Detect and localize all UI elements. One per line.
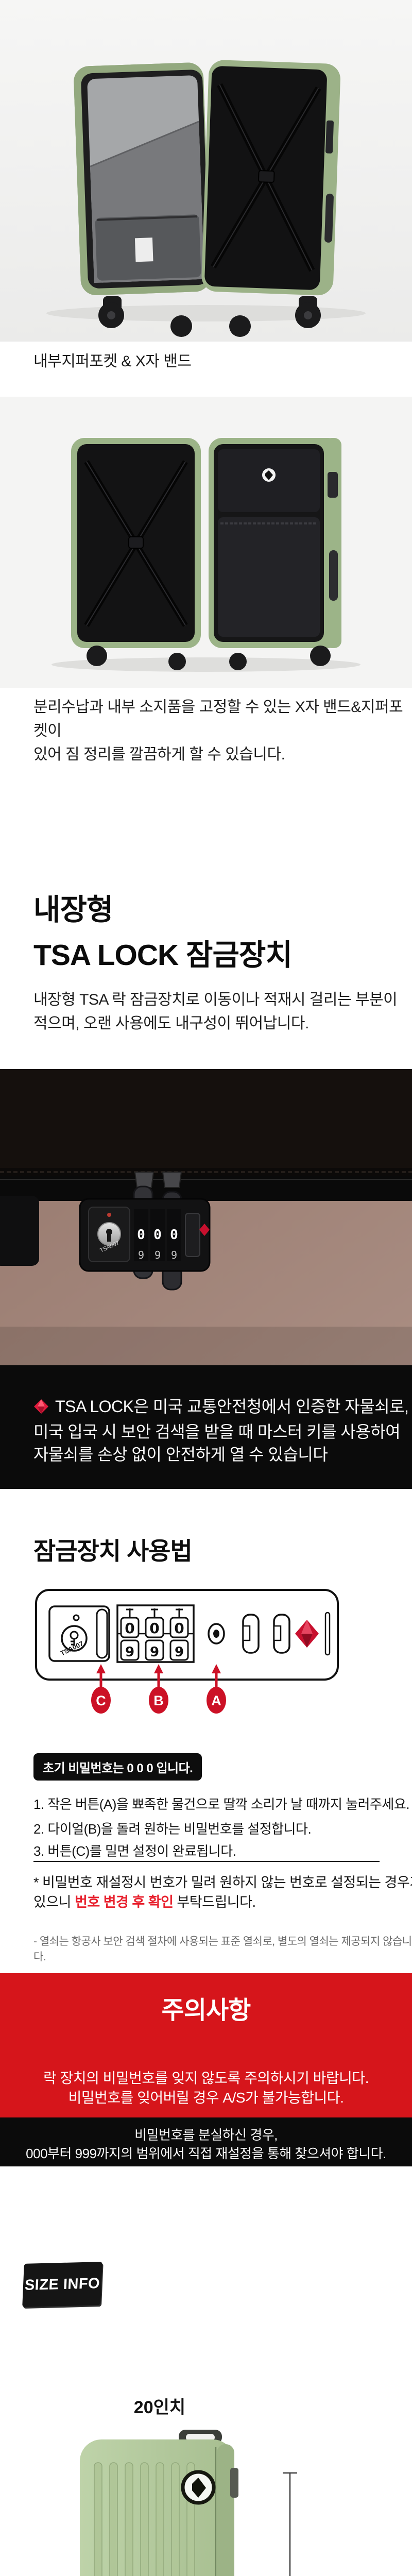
tsa-diamond-logo: [295, 1620, 319, 1648]
reset-note-line-2: 있으니 번호 변경 후 확인 부탁드립니다.: [33, 1894, 256, 1910]
svg-text:0: 0: [170, 1227, 178, 1243]
dimension-lines: [283, 2472, 297, 2576]
svg-text:0: 0: [153, 1227, 162, 1243]
side-slot: [324, 1612, 331, 1656]
caution-black-section: 비밀번호를 분실하신 경우, 000부터 999까지의 범위에서 직접 재설정을…: [0, 2117, 412, 2166]
lock-usage-heading: 잠금장치 사용법: [33, 1537, 193, 1565]
reset-button: [208, 1623, 225, 1645]
lock-step-1: 1. 작은 버튼(A)을 뾰족한 물건으로 딸깍 소리가 날 때까지 눌러주세요…: [33, 1797, 410, 1812]
open-suitcase-interior-photo: [0, 0, 412, 342]
caution-black-line-1: 비밀번호를 분실하신 경우,: [134, 2127, 278, 2143]
svg-text:9: 9: [154, 1249, 161, 1261]
tsa-notice-band: TSA LOCK은 미국 교통안전청에서 인증한 자물쇠로, 미국 입국 시 보…: [0, 1365, 412, 1489]
reset-note-line-1: * 비밀번호 재설정시 번호가 밀려 원하지 않는 번호로 설정되는 경우가: [33, 1875, 412, 1890]
svg-text:0: 0: [137, 1227, 145, 1243]
svg-text:C: C: [96, 1693, 106, 1708]
notice-line-2: 미국 입국 시 보안 검색을 받을 때 마스터 키를 사용하여: [33, 1422, 401, 1441]
lock-step-2: 2. 다이얼(B)을 돌려 원하는 비밀번호를 설정합니다.: [33, 1821, 312, 1837]
size-figure: VOLCOM 47.5 35 24.5+5: [80, 2430, 297, 2576]
caution-title: 주의사항: [161, 1997, 251, 2024]
caution-line-1: 락 장치의 비밀번호를 잊지 않도록 주의하시기 바랍니다.: [43, 2070, 369, 2086]
svg-text:9: 9: [125, 1645, 134, 1660]
tsa-lock-heading: 내장형 TSA LOCK 잠금장치: [33, 893, 293, 972]
half-with-zipper-pocket: [209, 438, 341, 648]
key-note: - 열쇠는 항공사 보안 검색 절차에 사용되는 표준 열쇠로, 별도의 열쇠는…: [33, 1936, 412, 1963]
photo1-caption: 내부지퍼포켓 & X자 밴드: [33, 353, 192, 370]
svg-text:9: 9: [171, 1249, 177, 1261]
notice-line-1: TSA LOCK은 미국 교통안전청에서 인증한 자물쇠로,: [55, 1397, 409, 1416]
caution-black-line-2: 000부터 999까지의 범위에서 직접 재설정을 통해 찾으셔야 합니다.: [26, 2146, 386, 2161]
wheels: [98, 296, 321, 337]
svg-text:0: 0: [174, 1620, 184, 1637]
tsa-gem-icon: [33, 1399, 49, 1414]
zipper-pocket-band-photo: [0, 397, 412, 688]
size-product-label: 20인치: [133, 2398, 186, 2417]
callout-labels: C B A: [91, 1664, 226, 1714]
check-after-change-text: 번호 변경 후 확인: [75, 1894, 174, 1910]
dial-unit: 0 0 0 9 9 9: [116, 1604, 195, 1663]
tsa-lock-plate: TSA007 0 0 0 9 9 9: [79, 1198, 211, 1272]
suitcase-20inch: VOLCOM: [80, 2430, 238, 2576]
interior-description: 분리수납과 내부 소지품을 고정할 수 있는 X자 밴드&지퍼포켓이 있어 짐 …: [33, 699, 403, 763]
tsa-lock-closeup-photo: VOLCOM VOLCOM TSA007 0 0 0 9 9 9: [0, 1069, 412, 1365]
lock-step-3: 3. 버튼(C)를 밀면 설정이 완료됩니다.: [33, 1843, 236, 1859]
initial-password-badge: 초기 비밀번호는 0 0 0 입니다.: [33, 1753, 202, 1781]
keyhole-unit: TSA007: [48, 1605, 110, 1662]
svg-text:0: 0: [149, 1620, 159, 1637]
right-shell-half: [201, 60, 340, 296]
zipper-slots: [242, 1614, 290, 1654]
svg-text:0: 0: [125, 1620, 134, 1637]
tsa-lock-description: 내장형 TSA 락 잠금장치로 이동이나 적재시 걸리는 부분이 적으며, 오랜…: [33, 991, 398, 1032]
half-with-x-band: [71, 438, 201, 648]
caution-section: 주의사항 락 장치의 비밀번호를 잊지 않도록 주의하시기 바랍니다. 비밀번호…: [0, 1973, 412, 2117]
svg-text:9: 9: [138, 1249, 144, 1261]
size-info-badge: SIZE INFO: [22, 2261, 102, 2308]
left-shell-half: [74, 62, 211, 296]
notice-line-3: 자물쇠를 손상 없이 안전하게 열 수 있습니다: [33, 1445, 328, 1464]
svg-text:9: 9: [150, 1645, 159, 1660]
wheels: [87, 646, 331, 670]
lock-usage-diagram: TSA007 0 0 0 9 9 9: [35, 1589, 339, 1714]
caution-line-2: 비밀번호를 잊어버릴 경우 A/S가 불가능합니다.: [68, 2090, 344, 2106]
svg-text:B: B: [153, 1693, 164, 1708]
svg-text:9: 9: [175, 1645, 184, 1660]
svg-text:A: A: [211, 1693, 221, 1708]
divider-line: [33, 1861, 380, 1862]
